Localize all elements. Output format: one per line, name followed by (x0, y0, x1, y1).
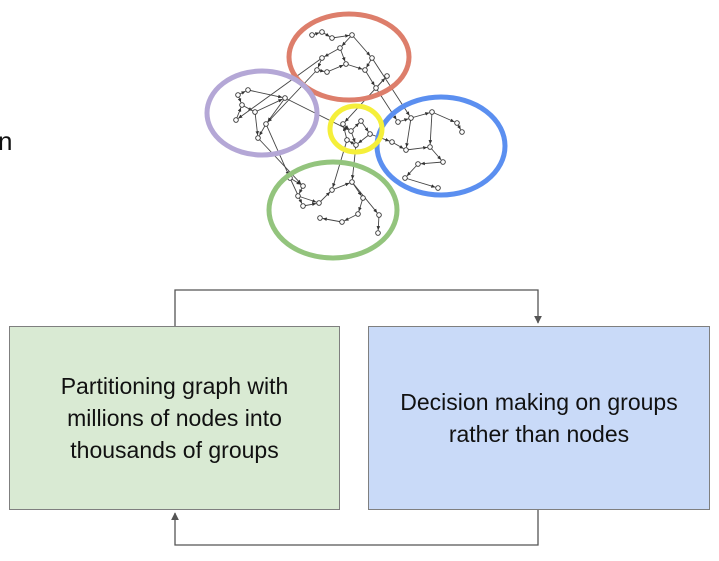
graph-edge (257, 137, 302, 185)
graph-node (337, 45, 343, 51)
partitioning-step-box: Partitioning graph with millions of node… (9, 326, 340, 510)
graph-node (429, 109, 435, 115)
graph-node (373, 85, 379, 91)
graph-node (282, 95, 288, 101)
graph-node (415, 161, 421, 167)
graph-node (324, 69, 330, 75)
graph-node (402, 175, 408, 181)
graph-node (295, 193, 301, 199)
decision-step-text: Decision making on groups rather than no… (400, 389, 678, 447)
graph-edge (267, 97, 286, 123)
graph-edge (331, 182, 350, 191)
graph-node (344, 137, 350, 143)
graph-edge (254, 98, 283, 113)
graph-node (255, 135, 261, 141)
graph-edge (297, 195, 317, 203)
graph-node (355, 211, 361, 217)
graph-edge (431, 111, 455, 123)
decision-step-box: Decision making on groups rather than no… (368, 326, 710, 510)
graph-edge (420, 161, 444, 166)
graph-node (360, 195, 366, 201)
graph-edge (410, 112, 430, 119)
graph-edge (238, 57, 323, 119)
graph-edge (404, 177, 436, 188)
cluster-red-ring (286, 11, 412, 103)
graph-node (239, 102, 245, 108)
graph-node (309, 32, 315, 38)
graph-node (340, 121, 346, 127)
graph-node (367, 131, 373, 137)
graph-edge (364, 69, 375, 86)
graph-node (389, 139, 395, 145)
graph-node (369, 55, 375, 61)
cropped-text-fragment: n (0, 126, 13, 156)
graph-node (300, 183, 306, 189)
graph-node (300, 203, 306, 209)
graph-edge (331, 34, 350, 39)
graph-edge (267, 69, 318, 123)
graph-edge (254, 111, 260, 136)
graph-node (252, 109, 258, 115)
graph-node (348, 128, 354, 134)
graph-node (403, 147, 409, 153)
graph-node (440, 159, 446, 165)
graph-node (349, 32, 355, 38)
partitioning-step-text: Partitioning graph with millions of node… (60, 373, 289, 463)
graph-edge (324, 47, 341, 58)
graph-edge (326, 64, 344, 73)
partitioned-graph (233, 29, 465, 236)
graph-node (375, 230, 381, 236)
graph-node (343, 61, 349, 67)
graph-node (358, 118, 364, 124)
graph-node (459, 129, 465, 135)
graph-node (339, 219, 345, 225)
graph-node (376, 212, 382, 218)
graph-node (233, 117, 239, 123)
graph-node (384, 73, 390, 79)
graph-edge (429, 146, 442, 161)
graph-edge (405, 146, 428, 151)
graph-edge (351, 34, 371, 57)
graph-node (329, 35, 335, 41)
graph-node (349, 179, 355, 185)
graph-node (245, 87, 251, 93)
graph-edge (247, 89, 283, 99)
graph-edge (322, 217, 343, 223)
graph-node (263, 121, 269, 127)
cluster-blue-ring (374, 94, 508, 198)
graph-edge (428, 111, 433, 145)
graph-edge (405, 117, 412, 148)
graph-node (317, 215, 323, 221)
loop-arrow-top (174, 289, 542, 326)
graph-node (395, 119, 401, 125)
cluster-yellow-ring (327, 103, 385, 155)
loop-arrow-bottom (171, 510, 539, 546)
graph-node (319, 55, 325, 61)
graph-node (353, 142, 359, 148)
graph-node (362, 67, 368, 73)
graph-node (454, 120, 460, 126)
graph-node (435, 185, 441, 191)
graph-node (235, 92, 241, 98)
graph-node (314, 67, 320, 73)
graph-node (408, 115, 414, 121)
graph-edge (345, 63, 363, 70)
cluster-green-ring (266, 159, 400, 261)
graph-node (316, 200, 322, 206)
cluster-purple-ring (204, 68, 320, 158)
graph-node (319, 29, 325, 35)
graph-edge (289, 177, 303, 204)
graph-node (329, 187, 335, 193)
graph-node (427, 144, 433, 150)
